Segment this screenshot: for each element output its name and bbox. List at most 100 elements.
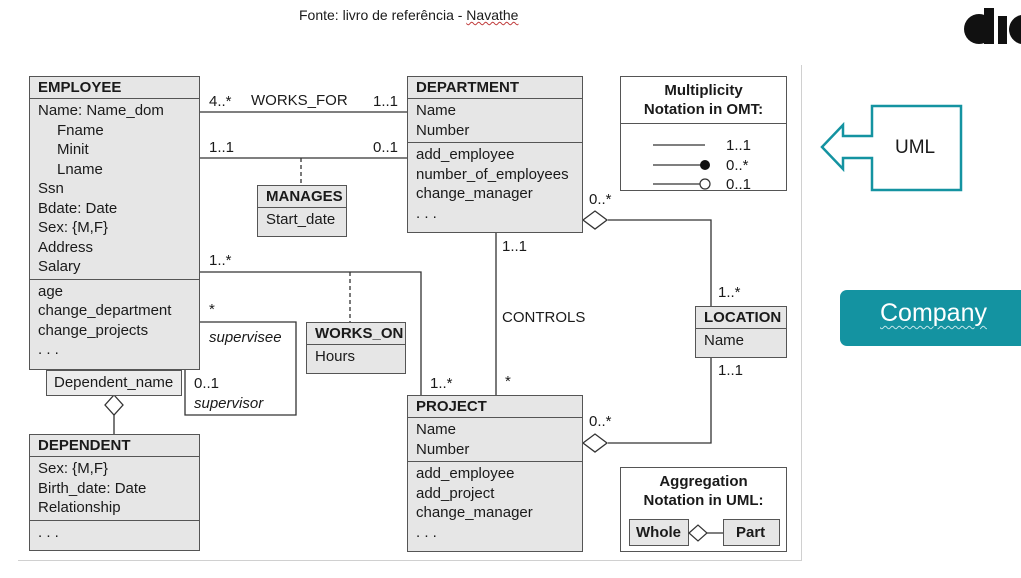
multiplicity-label: 4..* <box>209 93 232 110</box>
project-class-name: PROJECT <box>408 396 582 418</box>
employee-op: . . . <box>38 341 59 358</box>
source-caption: Fonte: livro de referência - Navathe <box>299 7 518 23</box>
manages-attributes: Start_date <box>258 208 346 232</box>
location-class: LOCATION Name <box>695 306 787 358</box>
legend-multiplicity: 0..* <box>726 157 749 174</box>
dependent-operations: . . . <box>30 521 199 545</box>
works-for-label: WORKS_FOR <box>251 92 348 109</box>
supervisor-role-label: supervisor <box>194 395 264 412</box>
company-button[interactable]: Company <box>840 290 1021 346</box>
employee-attr: Lname <box>57 160 103 178</box>
qualifier-label: Dependent_name <box>54 374 174 391</box>
multiplicity-label: * <box>209 301 215 318</box>
source-author: Navathe <box>466 7 519 23</box>
uml-callout-arrow <box>820 104 963 192</box>
legend-title-line: Multiplicity <box>664 82 743 99</box>
employee-attr: Salary <box>38 258 81 275</box>
controls-label: CONTROLS <box>502 309 586 326</box>
dependent-op: . . . <box>38 523 59 541</box>
part-label: Part <box>736 524 766 541</box>
project-class: PROJECT Name Number add_employee add_pro… <box>407 395 583 552</box>
employee-attr: Fname <box>57 121 104 139</box>
department-attributes: Name Number <box>408 99 582 143</box>
project-op: add_project <box>416 484 495 502</box>
employee-attr: Sex: {M,F} <box>38 219 109 236</box>
location-attr: Name <box>704 332 745 349</box>
manages-link-class: MANAGES Start_date <box>257 185 347 237</box>
multiplicity-label: 1..1 <box>373 93 399 110</box>
works-on-name: WORKS_ON <box>307 323 405 345</box>
aggregation-symbol <box>688 524 725 542</box>
manages-name: MANAGES <box>258 186 346 208</box>
legend-title-line: Notation in UML: <box>643 492 764 509</box>
multiplicity-label: 0..1 <box>194 375 220 392</box>
project-op: change_manager <box>416 504 533 521</box>
department-class: DEPARTMENT Name Number add_employee numb… <box>407 76 583 233</box>
uml-class-diagram: EMPLOYEE Name: Name_dom Fname Minit Lnam… <box>18 65 802 561</box>
department-op: add_employee <box>416 146 515 163</box>
project-op: add_employee <box>416 465 515 482</box>
part-box: Part <box>723 519 780 546</box>
multiplicity-legend-title: Multiplicity Notation in OMT: <box>621 77 786 124</box>
employee-attr: Name: Name_dom <box>38 102 164 119</box>
legend-multiplicity: 0..1 <box>726 176 752 193</box>
multiplicity-label: 0..* <box>589 191 612 208</box>
employee-attr: Bdate: Date <box>38 199 118 217</box>
department-class-name: DEPARTMENT <box>408 77 582 99</box>
employee-op: change_projects <box>38 321 149 339</box>
department-op: change_manager <box>416 185 533 202</box>
company-logo <box>964 8 1021 44</box>
legend-multiplicity: 1..1 <box>726 137 752 154</box>
dependent-attr: Sex: {M,F} <box>38 460 109 477</box>
project-attributes: Name Number <box>408 418 582 462</box>
multiplicity-legend: Multiplicity Notation in OMT: 1..1 0..* … <box>620 76 787 193</box>
employee-operations: age change_department change_projects . … <box>30 280 199 362</box>
employee-attr: Address <box>38 238 94 256</box>
multiplicity-label: 1..* <box>718 284 741 301</box>
multiplicity-label: 1..* <box>430 375 453 392</box>
uml-callout-label: UML <box>895 137 936 158</box>
multiplicity-label: 0..1 <box>373 139 399 156</box>
multiplicity-label: * <box>505 373 511 390</box>
aggregation-legend: Aggregation Notation in UML: Whole Part <box>620 467 787 552</box>
employee-attr: Ssn <box>38 180 64 197</box>
location-attributes: Name <box>696 329 786 353</box>
whole-box: Whole <box>629 519 689 546</box>
location-class-name: LOCATION <box>696 307 786 329</box>
department-operations: add_employee number_of_employees change_… <box>408 143 582 225</box>
dependent-attr: Relationship <box>38 499 121 516</box>
project-operations: add_employee add_project change_manager … <box>408 462 582 544</box>
dependent-class: DEPENDENT Sex: {M,F} Birth_date: Date Re… <box>29 434 200 551</box>
department-attr: Name <box>416 102 457 119</box>
project-op: . . . <box>416 523 437 541</box>
department-op: . . . <box>416 204 437 222</box>
multiplicity-label: 1..* <box>209 252 232 269</box>
dependent-attributes: Sex: {M,F} Birth_date: Date Relationship <box>30 457 199 521</box>
whole-label: Whole <box>636 524 681 541</box>
employee-attributes: Name: Name_dom Fname Minit Lname Ssn Bda… <box>30 99 199 280</box>
works-on-attr: Hours <box>315 348 356 365</box>
supervisee-role-label: supervisee <box>209 329 282 346</box>
works-on-link-class: WORKS_ON Hours <box>306 322 406 374</box>
employee-op: age <box>38 282 64 300</box>
company-button-label: Company <box>880 299 987 327</box>
multiplicity-label: 1..1 <box>209 139 235 156</box>
department-op: number_of_employees <box>416 165 569 183</box>
multiplicity-label: 1..1 <box>502 238 528 255</box>
employee-attr: Minit <box>57 141 89 158</box>
employee-class: EMPLOYEE Name: Name_dom Fname Minit Lnam… <box>29 76 200 370</box>
employee-class-name: EMPLOYEE <box>30 77 199 99</box>
legend-title-line: Notation in OMT: <box>643 101 764 118</box>
association-lines <box>104 111 712 453</box>
works-on-attributes: Hours <box>307 345 405 369</box>
multiplicity-label: 0..* <box>589 413 612 430</box>
project-attr: Number <box>416 440 470 458</box>
legend-title-line: Aggregation <box>659 473 748 490</box>
multiplicity-symbols <box>653 144 711 190</box>
dependent-name-qualifier: Dependent_name <box>46 370 182 396</box>
source-prefix: Fonte: livro de referência - <box>299 7 467 23</box>
department-attr: Number <box>416 121 470 139</box>
manages-attr: Start_date <box>266 211 336 228</box>
aggregation-legend-title: Aggregation Notation in UML: <box>621 468 786 514</box>
dependent-class-name: DEPENDENT <box>30 435 199 457</box>
